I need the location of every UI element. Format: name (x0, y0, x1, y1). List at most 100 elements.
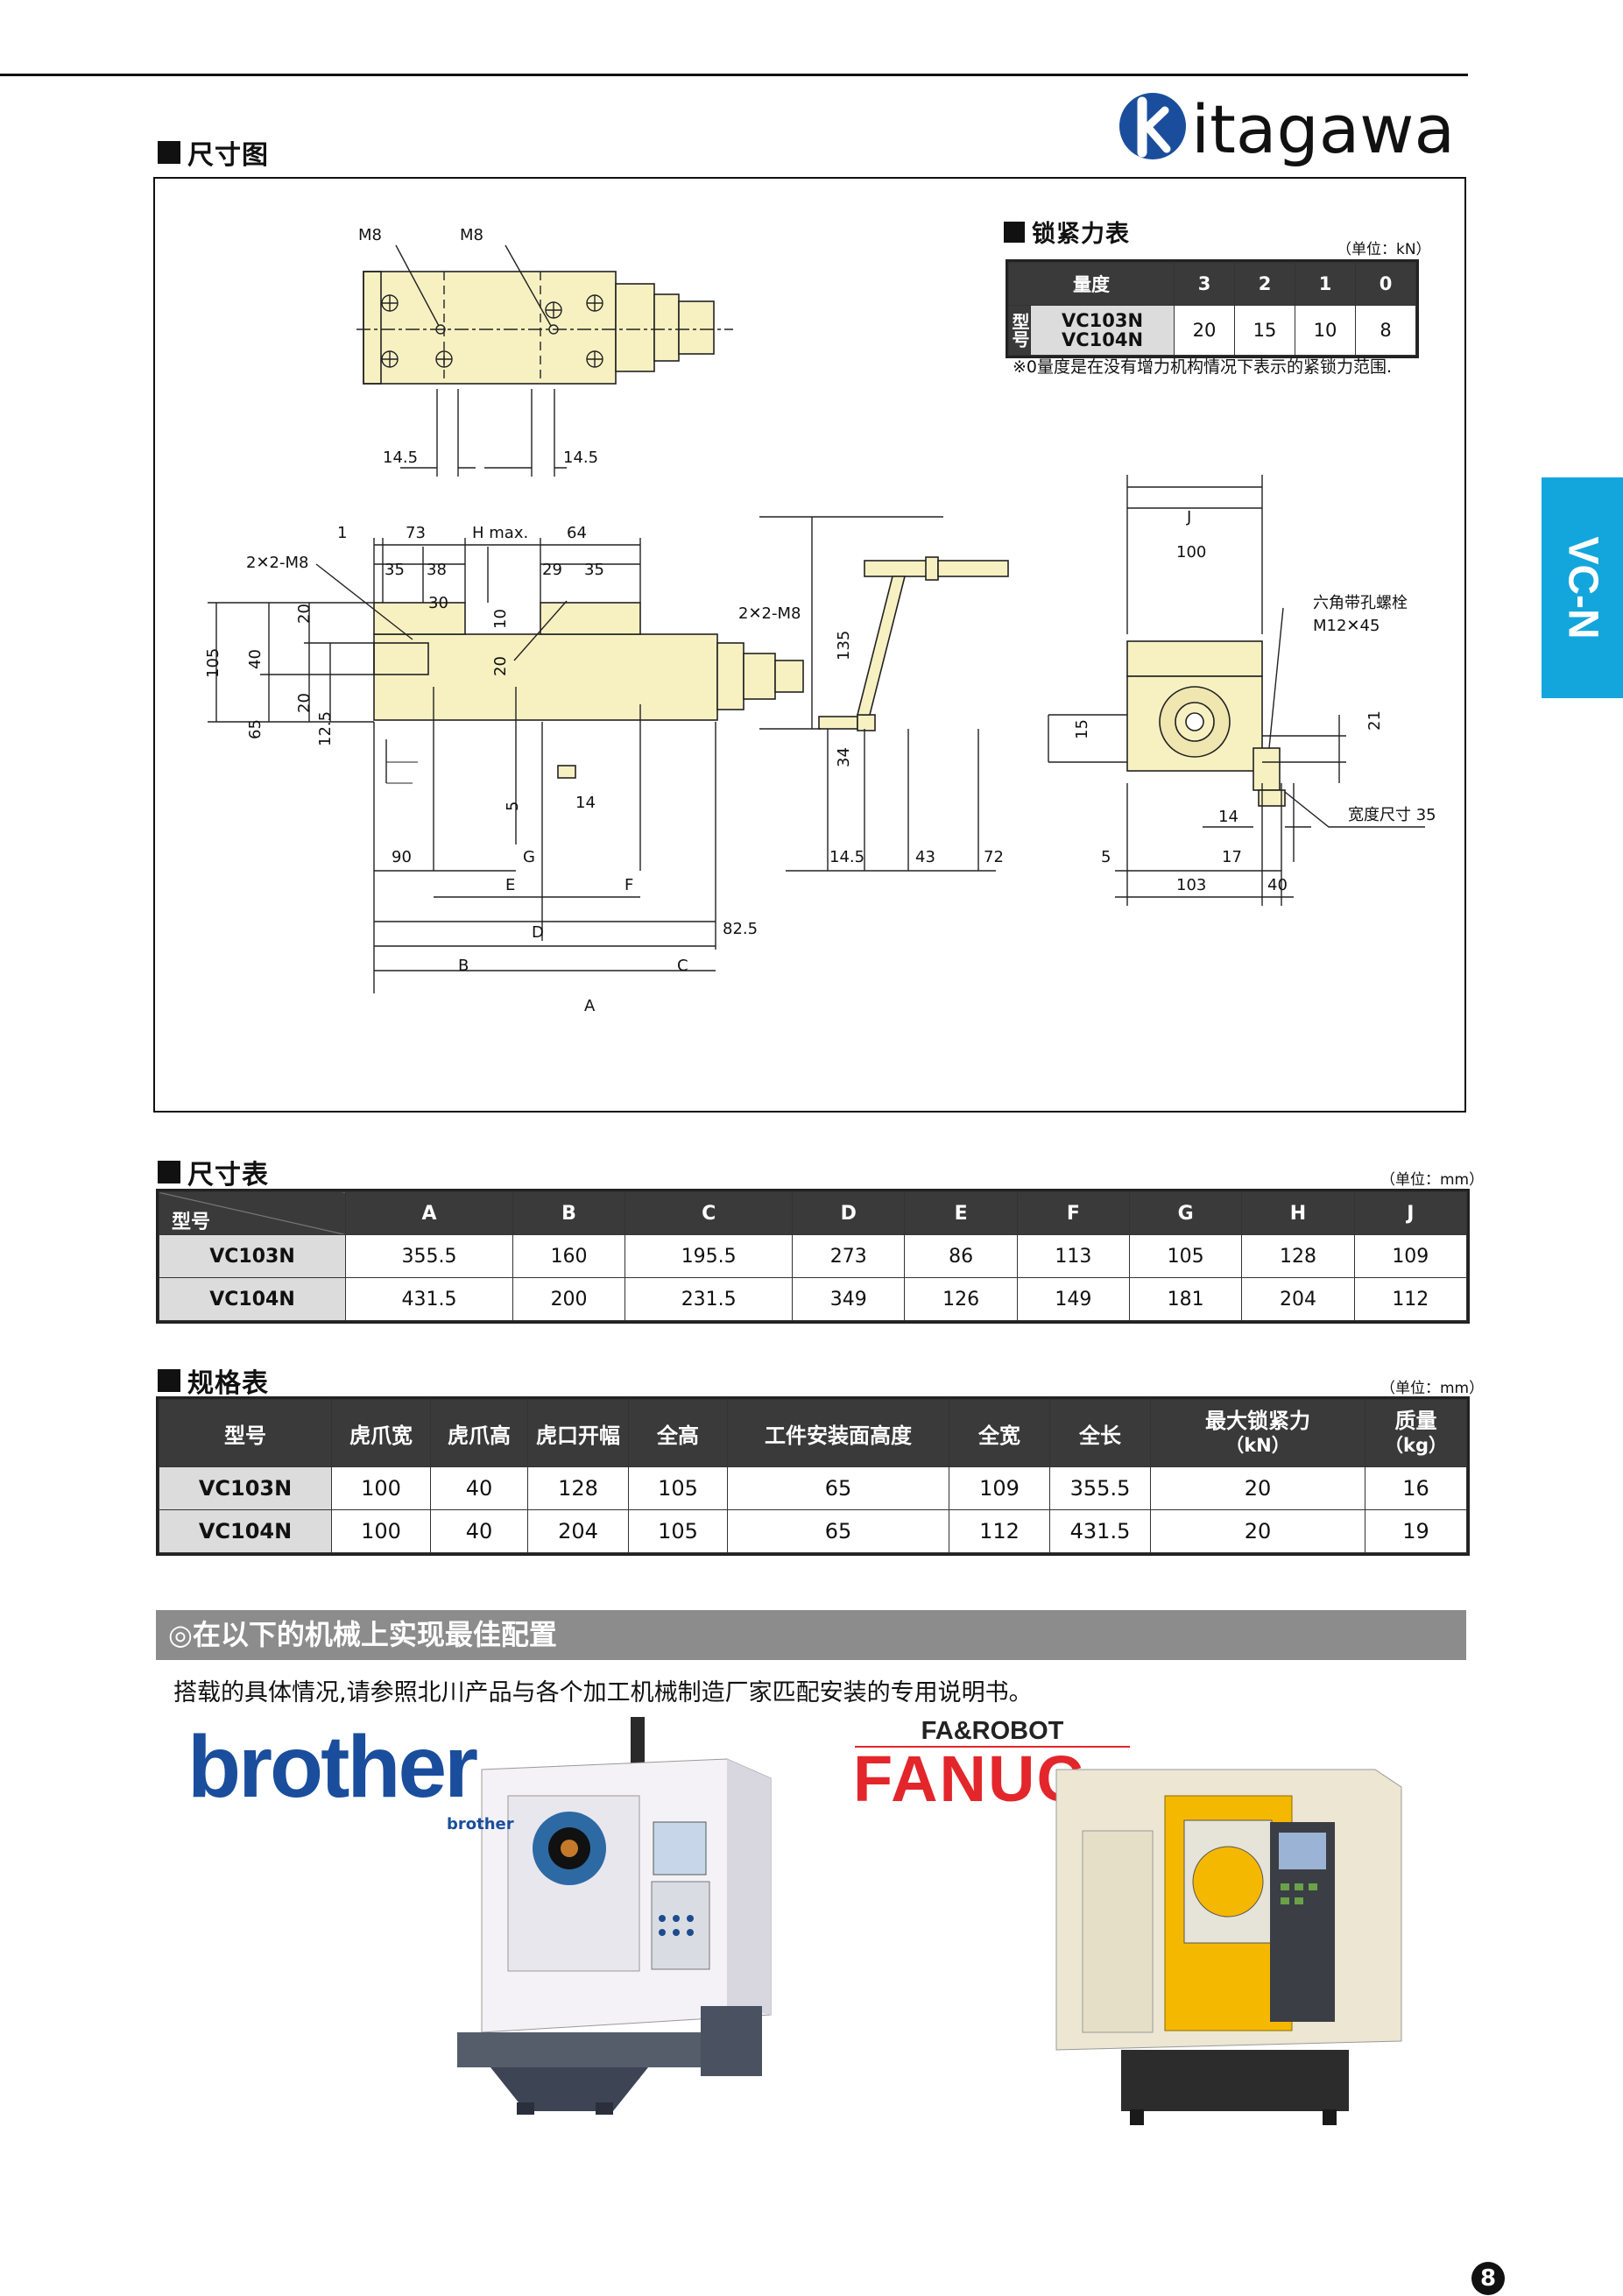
heading-text: 尺寸表 (187, 1160, 269, 1190)
col-A: A (345, 1191, 513, 1235)
label-29: 29 (542, 561, 562, 579)
heading-text: 规格表 (187, 1368, 269, 1399)
label-15: 15 (1073, 719, 1091, 739)
cell: 112 (949, 1509, 1050, 1553)
label-40b: 40 (1267, 876, 1288, 894)
label-20a: 20 (295, 604, 314, 624)
col-D: D (792, 1191, 906, 1235)
col-J: J (1353, 1191, 1468, 1235)
heading-square-icon (158, 141, 180, 164)
level-cell: 0 (1355, 262, 1416, 306)
label-1: 1 (337, 524, 347, 542)
level-cell: 1 (1295, 262, 1356, 306)
label-14b: 14 (1218, 808, 1238, 826)
col-G: G (1129, 1191, 1243, 1235)
col-mount-height: 工件安装面高度 (727, 1399, 949, 1467)
table-row: VC104N 100 40 204 105 65 112 431.5 20 19 (159, 1509, 1467, 1553)
fanuc-top-label: FA&ROBOT (855, 1717, 1130, 1748)
label-20b: 20 (295, 693, 314, 713)
label-65: 65 (246, 719, 265, 739)
label-35a: 35 (385, 561, 405, 579)
cell: 65 (727, 1466, 949, 1510)
col-E: E (904, 1191, 1018, 1235)
label-40: 40 (246, 649, 265, 669)
cell: 431.5 (345, 1277, 513, 1321)
label-A: A (584, 997, 596, 1015)
label-F: F (625, 876, 633, 894)
spec-table: 型号 虎爪宽 虎爪高 虎口开幅 全高 工件安装面高度 全宽 全长 最大锁紧力 （… (156, 1396, 1470, 1556)
cell: 112 (1353, 1277, 1468, 1321)
series-side-tab: VC-N (1542, 477, 1623, 698)
cell: 355.5 (345, 1234, 513, 1278)
brother-logo: brother (187, 1718, 478, 1816)
cell: 160 (512, 1234, 626, 1278)
model-name: VC104N (1061, 329, 1144, 350)
cell: 149 (1016, 1277, 1131, 1321)
fanuc-machine-image (1042, 1752, 1410, 2146)
col-F: F (1016, 1191, 1131, 1235)
col-mass-label: 质量 (1394, 1409, 1437, 1433)
label-bolt: 六角带孔螺栓 (1313, 594, 1408, 612)
cell: 105 (628, 1509, 728, 1553)
table-row: VC104N 431.5 200 231.5 349 126 149 181 2… (159, 1277, 1468, 1321)
label-20c: 20 (491, 656, 510, 676)
cell: 128 (1241, 1234, 1355, 1278)
label-5: 5 (504, 802, 522, 811)
cell: 109 (949, 1466, 1050, 1510)
label-90: 90 (392, 848, 412, 866)
label-hmax: H max. (472, 524, 528, 542)
label-73: 73 (406, 524, 426, 542)
label-43: 43 (915, 848, 935, 866)
cell: 355.5 (1049, 1466, 1151, 1510)
cell: 231.5 (625, 1277, 794, 1321)
label-C: C (677, 957, 688, 975)
kitagawa-logo: itagawa (1111, 81, 1478, 168)
fanuc-logo: FANUC (853, 1742, 1085, 1815)
clamp-force-heading: 锁紧力表 (1004, 215, 1130, 249)
dimension-table-unit: （单位：mm） (1380, 1171, 1485, 1189)
dimension-drawing-heading: 尺寸图 (158, 133, 269, 172)
col-total-height: 全高 (628, 1399, 728, 1467)
label-E: E (505, 876, 515, 894)
col-C: C (625, 1191, 794, 1235)
label-m8-right: M8 (460, 226, 483, 244)
col-mass: 质量 （kg） (1365, 1399, 1467, 1467)
side-tab-label: VC-N (1559, 536, 1605, 639)
table-row: VC103N 355.5 160 195.5 273 86 113 105 12… (159, 1234, 1468, 1278)
cell: 20 (1150, 1509, 1365, 1553)
cell: 100 (331, 1509, 431, 1553)
col-width: 全宽 (949, 1399, 1050, 1467)
label-B: B (458, 957, 469, 975)
row-model: VC103N (159, 1466, 332, 1510)
clamp-force-note: ※0量度是在没有增力机构情况下表示的紧锁力范围. (1013, 357, 1393, 377)
dimension-drawing-frame: M8 M8 14.5 14.5 1 73 H max. 64 2✕2-M8 35… (153, 177, 1466, 1113)
table-row: VC103N 100 40 128 105 65 109 355.5 20 16 (159, 1466, 1467, 1510)
machines-note: 搭载的具体情况,请参照北川产品与各个加工机械制造厂家匹配安装的专用说明书。 (173, 1679, 1033, 1706)
clamp-models: VC103N VC104N (1030, 305, 1175, 356)
col-max-force-label: 最大锁紧力 (1205, 1409, 1310, 1433)
label-30: 30 (428, 594, 448, 612)
col-mass-unit: （kg） (1385, 1435, 1447, 1456)
page-number: 8 (1471, 2262, 1505, 2295)
row-model: VC103N (159, 1234, 346, 1278)
label-10: 10 (491, 609, 510, 629)
label-38: 38 (427, 561, 447, 579)
model-name: VC103N (1061, 310, 1144, 331)
label-14-5-right: 14.5 (563, 449, 598, 467)
label-2x2-m8-right: 2✕2-M8 (738, 604, 801, 623)
brother-small-label: brother (447, 1815, 514, 1833)
model-head: 型号 (159, 1191, 346, 1235)
spec-table-heading: 规格表 (158, 1361, 269, 1400)
label-2x2-m8-left: 2✕2-M8 (246, 554, 308, 572)
label-64: 64 (567, 524, 587, 542)
dimension-table-heading: 尺寸表 (158, 1153, 269, 1191)
col-max-force: 最大锁紧力 （kN） (1150, 1399, 1365, 1467)
cell: 431.5 (1049, 1509, 1151, 1553)
level-cell: 2 (1234, 262, 1295, 306)
machines-banner: ◎在以下的机械上实现最佳配置 (156, 1610, 1466, 1660)
label-bolt-spec: M12✕45 (1313, 617, 1380, 635)
cell: 126 (904, 1277, 1018, 1321)
cell: 19 (1365, 1509, 1467, 1553)
col-length: 全长 (1049, 1399, 1151, 1467)
force-value: 10 (1295, 305, 1356, 356)
